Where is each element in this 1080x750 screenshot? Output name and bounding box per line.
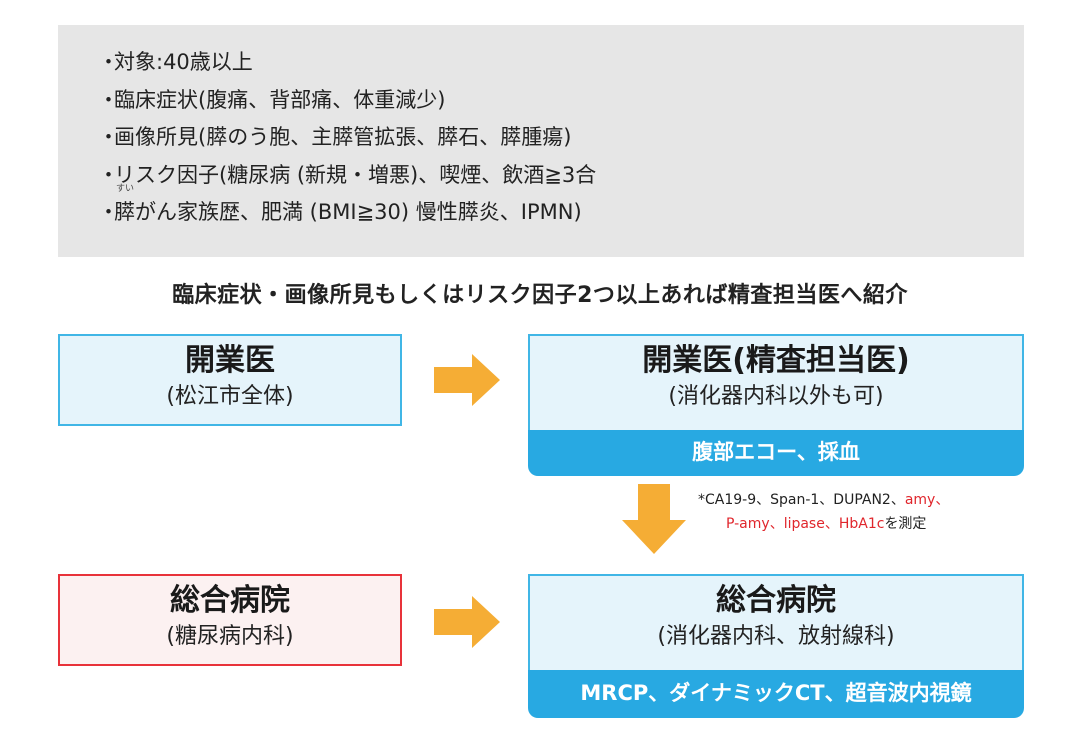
criteria-box: [58, 25, 1024, 257]
arrow-down-icon: [622, 484, 686, 554]
marker-text: を測定: [884, 516, 927, 532]
blood-marker-note: *CA19-9、Span-1、DUPAN2、amy、 P-amy、lipase、…: [698, 488, 949, 536]
node-hospital-diabetes: 総合病院 (糖尿病内科): [58, 574, 402, 666]
node-title: 開業医: [185, 343, 275, 378]
node-specialist: 開業医(精査担当医) (消化器内科以外も可): [528, 334, 1024, 430]
ruby-reading: すい: [116, 184, 135, 194]
criteria-item: ・すい膵がん家族歴、肥満 (BMI≧30) 慢性膵炎、IPMN): [98, 185, 596, 232]
criteria-text-age: 対象:40歳以上: [114, 50, 253, 74]
bullet: ・: [98, 162, 119, 187]
node-title: 総合病院: [170, 583, 290, 618]
bullet: ・: [98, 50, 119, 74]
marker-line-1: *CA19-9、Span-1、DUPAN2、amy、: [698, 488, 949, 512]
node-title: 開業医(精査担当医): [642, 343, 910, 378]
marker-text-red: amy、: [904, 492, 950, 508]
criteria-text-symptoms: 臨床症状(腹痛、背部痛、体重減少): [114, 87, 446, 112]
node-subtitle: (消化器内科以外も可): [668, 384, 884, 409]
bullet: ・: [98, 125, 119, 149]
node-hospital-gi: 総合病院 (消化器内科、放射線科): [528, 574, 1024, 670]
marker-text: *CA19-9、Span-1、DUPAN2、: [698, 492, 905, 508]
criteria-list: ・対象:40歳以上 ・臨床症状(腹痛、背部痛、体重減少) ・画像所見(膵のう胞、…: [98, 44, 596, 232]
referral-note: 臨床症状・画像所見もしくはリスク因子2つ以上あれば精査担当医へ紹介: [172, 283, 908, 308]
criteria-item: ・画像所見(膵のう胞、主膵管拡張、膵石、膵腫瘍): [98, 119, 596, 157]
node-subtitle: (消化器内科、放射線科): [657, 624, 895, 649]
bullet: ・: [98, 200, 119, 224]
node-subtitle: (松江市全体): [166, 384, 294, 409]
exam-bar-primary: 腹部エコー、採血: [528, 430, 1024, 476]
node-subtitle: (糖尿病内科): [166, 624, 294, 649]
criteria-text-risk: リスク因子(糖尿病 (新規・増悪)、喫煙、飲酒≧3合: [114, 162, 597, 187]
criteria-text-history: がん家族歴、肥満 (BMI≧30) 慢性膵炎、IPMN): [135, 200, 582, 224]
node-gp: 開業医 (松江市全体): [58, 334, 402, 426]
criteria-item: ・臨床症状(腹痛、背部痛、体重減少): [98, 82, 596, 120]
criteria-item: ・対象:40歳以上: [98, 44, 596, 82]
marker-text-red: P-amy、lipase、HbA1c: [726, 516, 885, 532]
criteria-text-imaging: 画像所見(膵のう胞、主膵管拡張、膵石、膵腫瘍): [114, 125, 572, 149]
marker-line-2: P-amy、lipase、HbA1cを測定: [698, 512, 949, 536]
node-title: 総合病院: [716, 583, 836, 618]
arrow-right-icon: [434, 354, 500, 406]
bullet: ・: [98, 87, 119, 112]
arrow-right-icon: [434, 596, 500, 648]
exam-bar-advanced: MRCP、ダイナミックCT、超音波内視鏡: [528, 670, 1024, 718]
ruby-base: 膵: [114, 200, 135, 224]
criteria-item: ・リスク因子(糖尿病 (新規・増悪)、喫煙、飲酒≧3合: [98, 157, 596, 195]
ruby-word: すい膵: [114, 185, 135, 232]
